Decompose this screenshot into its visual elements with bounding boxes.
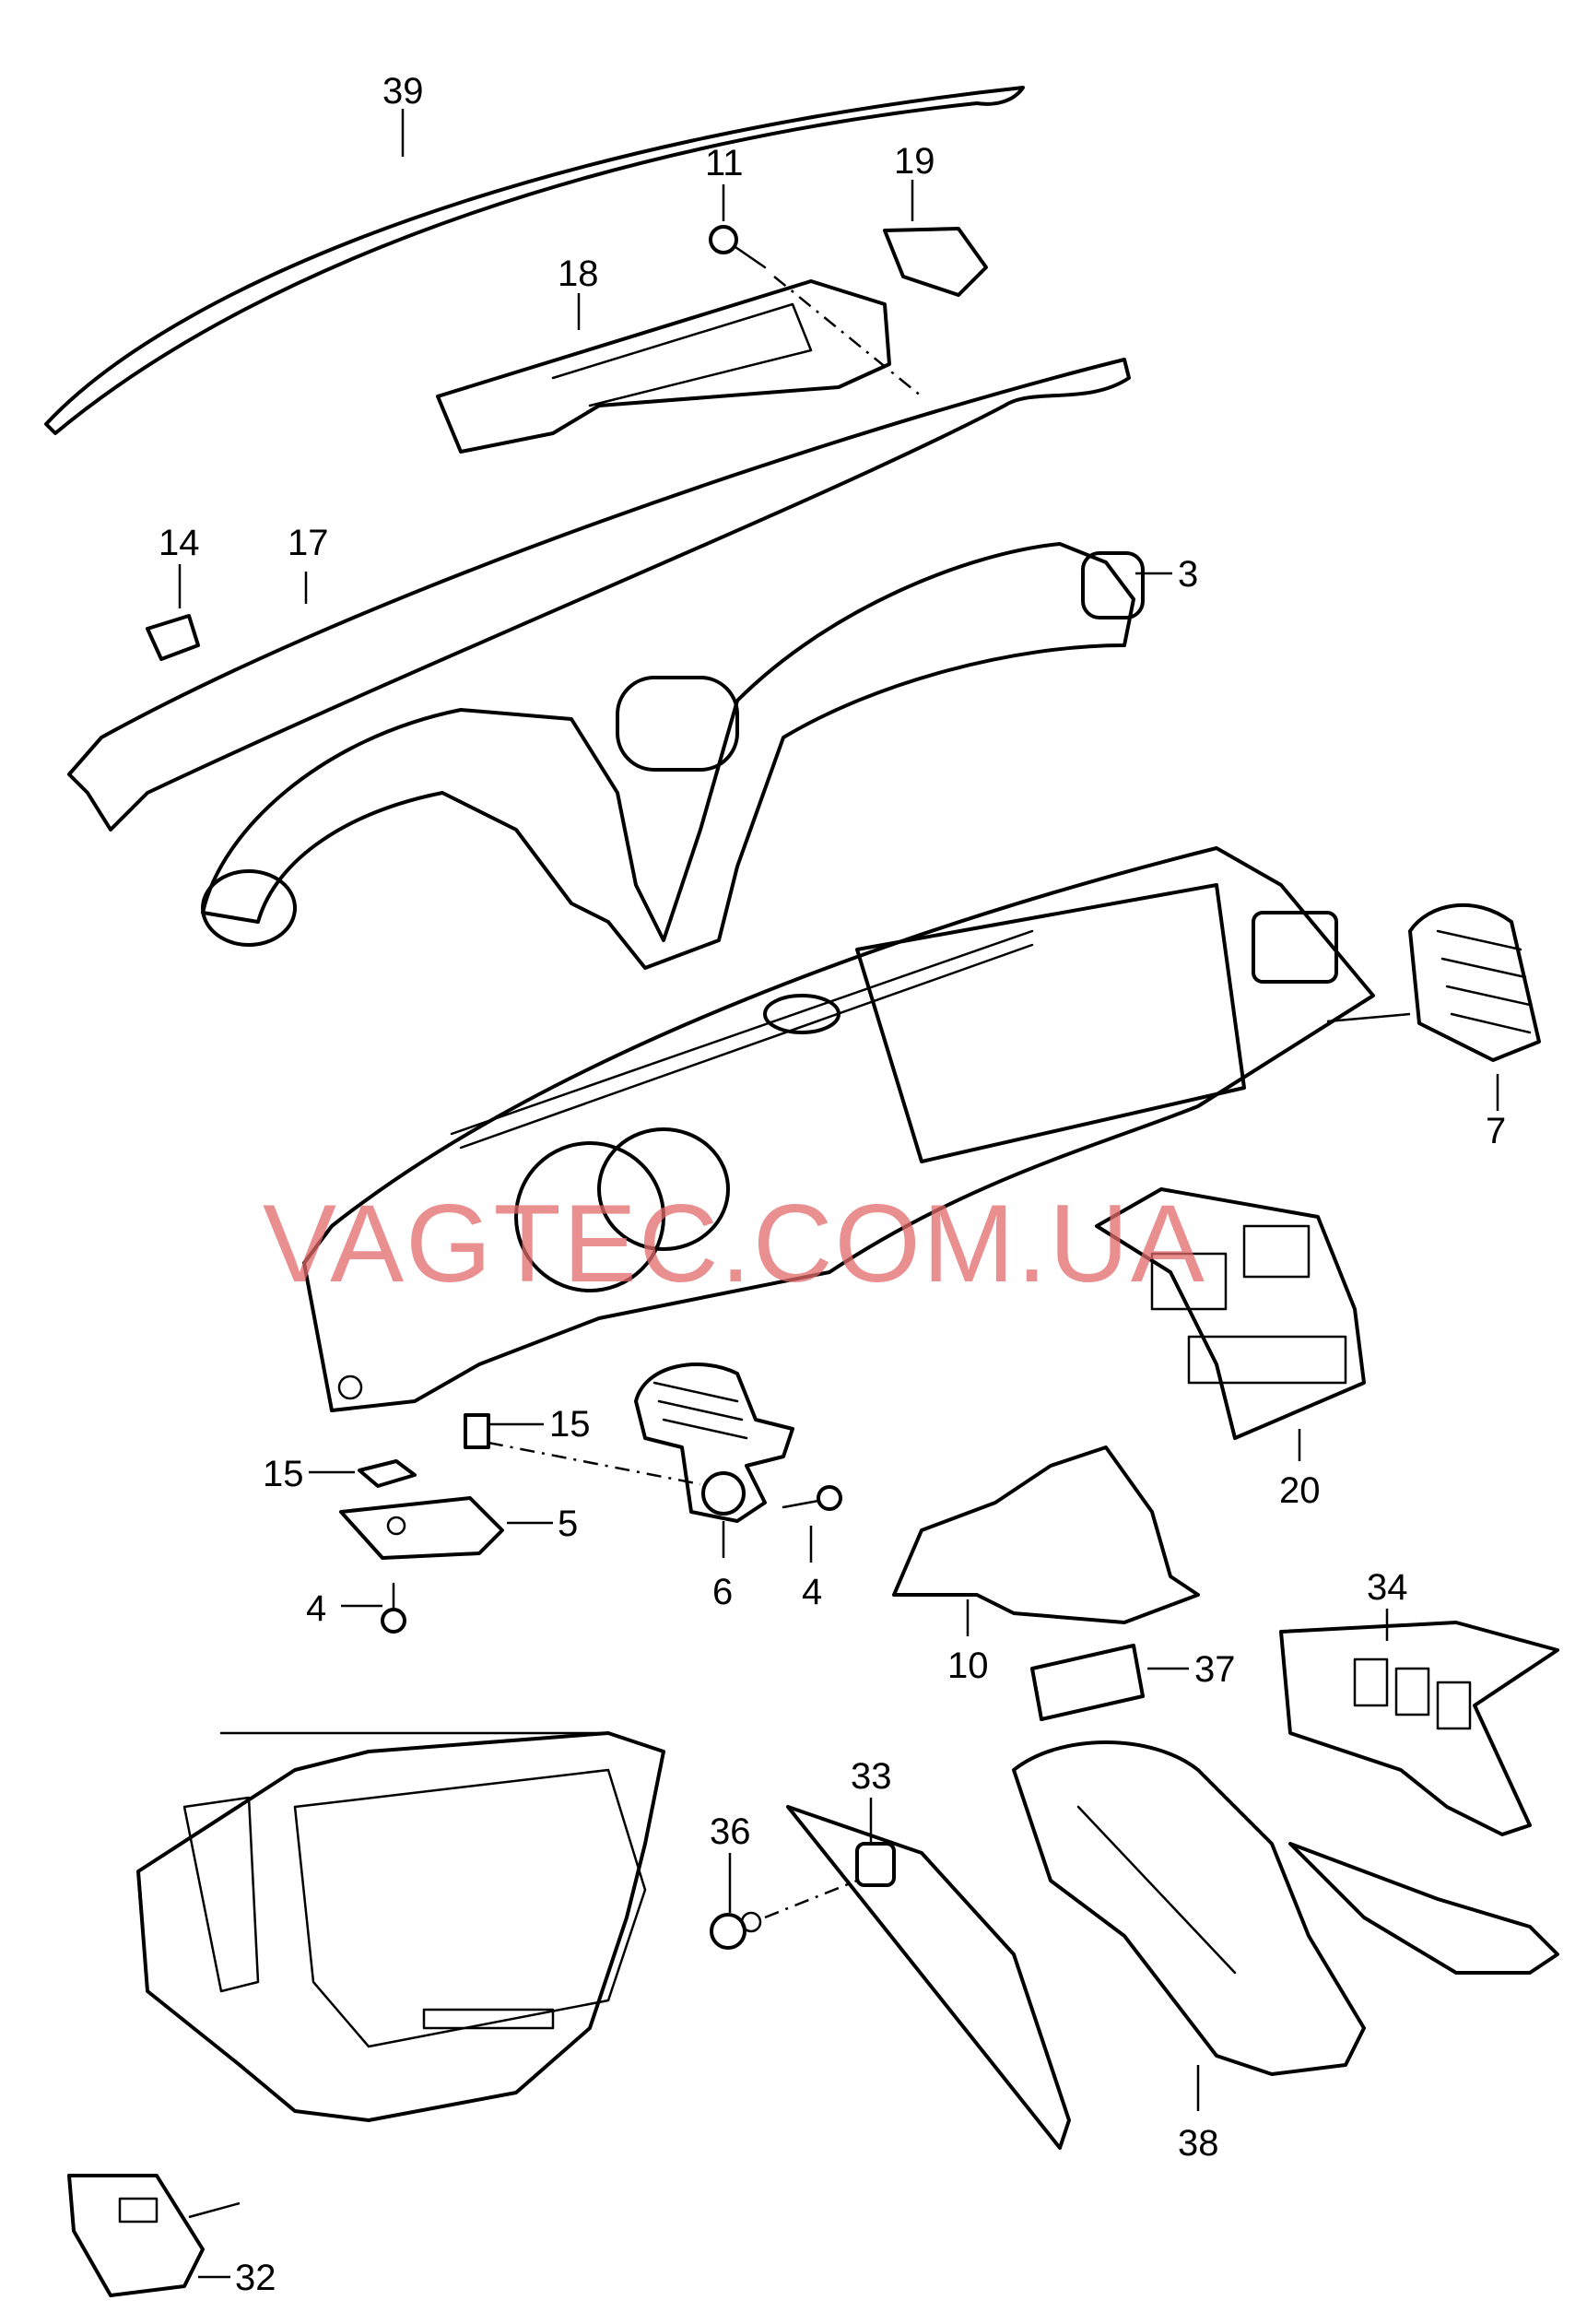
callout-38: 38 [1178, 2123, 1219, 2164]
callout-18: 18 [558, 254, 599, 294]
part-19-bracket [883, 180, 988, 297]
callout-20: 20 [1279, 1470, 1321, 1511]
part-36-clip [710, 1853, 858, 1950]
callout-32: 32 [235, 2258, 276, 2298]
part-4-screw-a [341, 1582, 406, 1634]
part-3-air-duct [201, 542, 1172, 970]
callout-37: 37 [1194, 1649, 1236, 1690]
callout-7: 7 [1486, 1111, 1506, 1151]
part-11-screw [709, 184, 923, 397]
part-18-upper-duct [436, 279, 891, 454]
part-7-side-vent [1326, 902, 1541, 1111]
part-32-tail-cover [67, 2174, 241, 2297]
part-39-trim-strip [44, 86, 1025, 435]
part-car-rear-body [136, 1731, 665, 2122]
part-37-connector [1030, 1644, 1189, 1721]
callout-14: 14 [159, 523, 200, 563]
part-15-clip-a [464, 1413, 701, 1486]
callout-15-left: 15 [263, 1454, 304, 1494]
part-15-clip-b [309, 1459, 417, 1488]
part-14-clip [146, 564, 200, 661]
callout-33: 33 [851, 1756, 892, 1797]
callout-36: 36 [710, 1811, 751, 1852]
part-20-center-trim [1095, 1187, 1366, 1461]
part-38-floor-duct [1012, 1740, 1559, 2111]
callout-34: 34 [1367, 1567, 1408, 1608]
callout-5: 5 [558, 1504, 578, 1544]
part-17-long-duct [67, 358, 1131, 832]
part-5-trim-panel [339, 1496, 553, 1560]
callout-15-right: 15 [549, 1404, 591, 1445]
callout-10: 10 [947, 1646, 989, 1686]
callout-19: 19 [894, 141, 935, 182]
callout-4-right: 4 [802, 1572, 822, 1612]
callout-39: 39 [382, 71, 424, 112]
part-10-lower-duct [892, 1445, 1200, 1636]
callout-6: 6 [712, 1572, 733, 1612]
part-6-center-vent [634, 1363, 794, 1558]
callout-3: 3 [1178, 554, 1198, 595]
callout-11: 11 [705, 143, 744, 183]
part-dashboard [302, 846, 1375, 1412]
part-33-panel [786, 1798, 1071, 2150]
callout-4-left: 4 [306, 1588, 326, 1629]
callout-17: 17 [288, 523, 329, 563]
part-34-side-trim [1279, 1609, 1559, 1836]
watermark: VAGTEC.COM.UA [263, 1182, 1206, 1305]
part-4-screw-b [782, 1485, 842, 1563]
